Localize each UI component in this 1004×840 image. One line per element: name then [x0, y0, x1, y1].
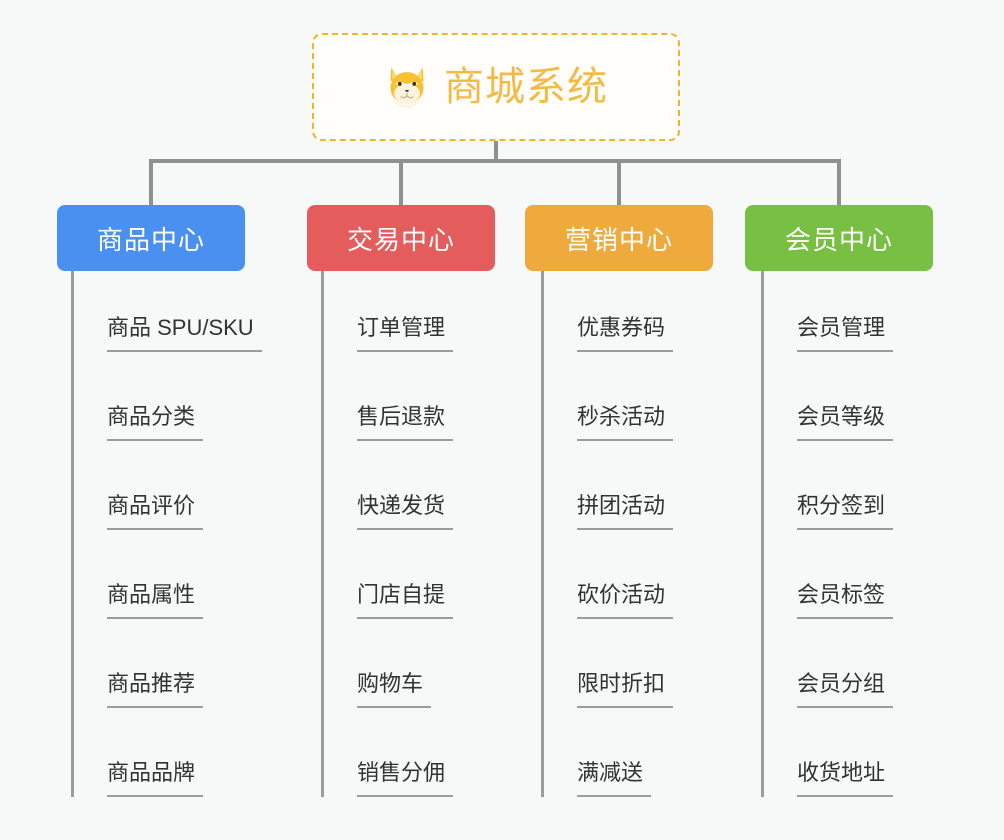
list-item[interactable]: 会员管理 — [761, 317, 894, 352]
list-item-label: 满减送 — [577, 762, 652, 797]
list-item-label: 积分签到 — [797, 495, 894, 530]
list-item-label: 会员等级 — [797, 406, 894, 441]
list-item[interactable]: 商品分类 — [71, 406, 204, 441]
category-header-label: 交易中心 — [346, 224, 455, 255]
list-item-label: 售后退款 — [357, 406, 454, 441]
list-item[interactable]: 秒杀活动 — [541, 406, 674, 441]
list-item-label: 秒杀活动 — [577, 406, 674, 441]
list-item-label: 拼团活动 — [577, 495, 674, 530]
list-item-label: 商品品牌 — [107, 762, 204, 797]
category-header-2[interactable]: 交易中心 — [307, 205, 495, 271]
list-item-label: 商品评价 — [107, 495, 204, 530]
connector-drop-1 — [149, 159, 153, 205]
column-rail — [541, 271, 544, 797]
column-rail — [321, 271, 324, 797]
list-item[interactable]: 满减送 — [541, 762, 652, 797]
list-item[interactable]: 会员分组 — [761, 673, 894, 708]
list-item[interactable]: 拼团活动 — [541, 495, 674, 530]
list-item[interactable]: 会员标签 — [761, 584, 894, 619]
list-item-label: 商品 SPU/SKU — [107, 317, 262, 352]
list-item[interactable]: 快递发货 — [321, 495, 454, 530]
list-item[interactable]: 门店自提 — [321, 584, 454, 619]
list-item-label: 限时折扣 — [577, 673, 674, 708]
list-item[interactable]: 收货地址 — [761, 762, 894, 797]
list-item[interactable]: 砍价活动 — [541, 584, 674, 619]
list-item-label: 销售分佣 — [357, 762, 454, 797]
list-item[interactable]: 积分签到 — [761, 495, 894, 530]
category-header-4[interactable]: 会员中心 — [745, 205, 933, 271]
list-item[interactable]: 优惠券码 — [541, 317, 674, 352]
list-item-label: 会员管理 — [797, 317, 894, 352]
list-item-label: 订单管理 — [357, 317, 454, 352]
category-header-label: 商品中心 — [96, 224, 205, 255]
list-item[interactable]: 商品品牌 — [71, 762, 204, 797]
list-item-label: 购物车 — [357, 673, 432, 708]
list-item-label: 门店自提 — [357, 584, 454, 619]
list-item[interactable]: 销售分佣 — [321, 762, 454, 797]
column-rail — [761, 271, 764, 797]
list-item-label: 会员标签 — [797, 584, 894, 619]
shiba-dog-icon — [384, 62, 430, 113]
list-item-label: 优惠券码 — [577, 317, 674, 352]
category-header-1[interactable]: 商品中心 — [57, 205, 245, 271]
list-item-label: 会员分组 — [797, 673, 894, 708]
category-header-label: 营销中心 — [564, 224, 673, 255]
connector-root-stem — [494, 141, 498, 162]
connector-drop-4 — [837, 159, 841, 205]
root-node[interactable]: 商城系统 — [312, 33, 680, 141]
list-item-label: 商品属性 — [107, 584, 204, 619]
list-item[interactable]: 会员等级 — [761, 406, 894, 441]
list-item-label: 商品推荐 — [107, 673, 204, 708]
list-item[interactable]: 商品评价 — [71, 495, 204, 530]
root-title: 商城系统 — [444, 65, 608, 109]
list-item[interactable]: 订单管理 — [321, 317, 454, 352]
list-item[interactable]: 购物车 — [321, 673, 432, 708]
list-item-label: 快递发货 — [357, 495, 454, 530]
list-item[interactable]: 限时折扣 — [541, 673, 674, 708]
connector-drop-2 — [399, 159, 403, 205]
list-item[interactable]: 商品推荐 — [71, 673, 204, 708]
list-item-label: 收货地址 — [797, 762, 894, 797]
category-header-label: 会员中心 — [784, 224, 893, 255]
list-item-label: 砍价活动 — [577, 584, 674, 619]
connector-drop-3 — [617, 159, 621, 205]
list-item[interactable]: 商品 SPU/SKU — [71, 317, 262, 352]
connector-horizontal-bus — [149, 159, 841, 163]
list-item[interactable]: 商品属性 — [71, 584, 204, 619]
list-item[interactable]: 售后退款 — [321, 406, 454, 441]
category-header-3[interactable]: 营销中心 — [525, 205, 713, 271]
column-rail — [71, 271, 74, 797]
list-item-label: 商品分类 — [107, 406, 204, 441]
